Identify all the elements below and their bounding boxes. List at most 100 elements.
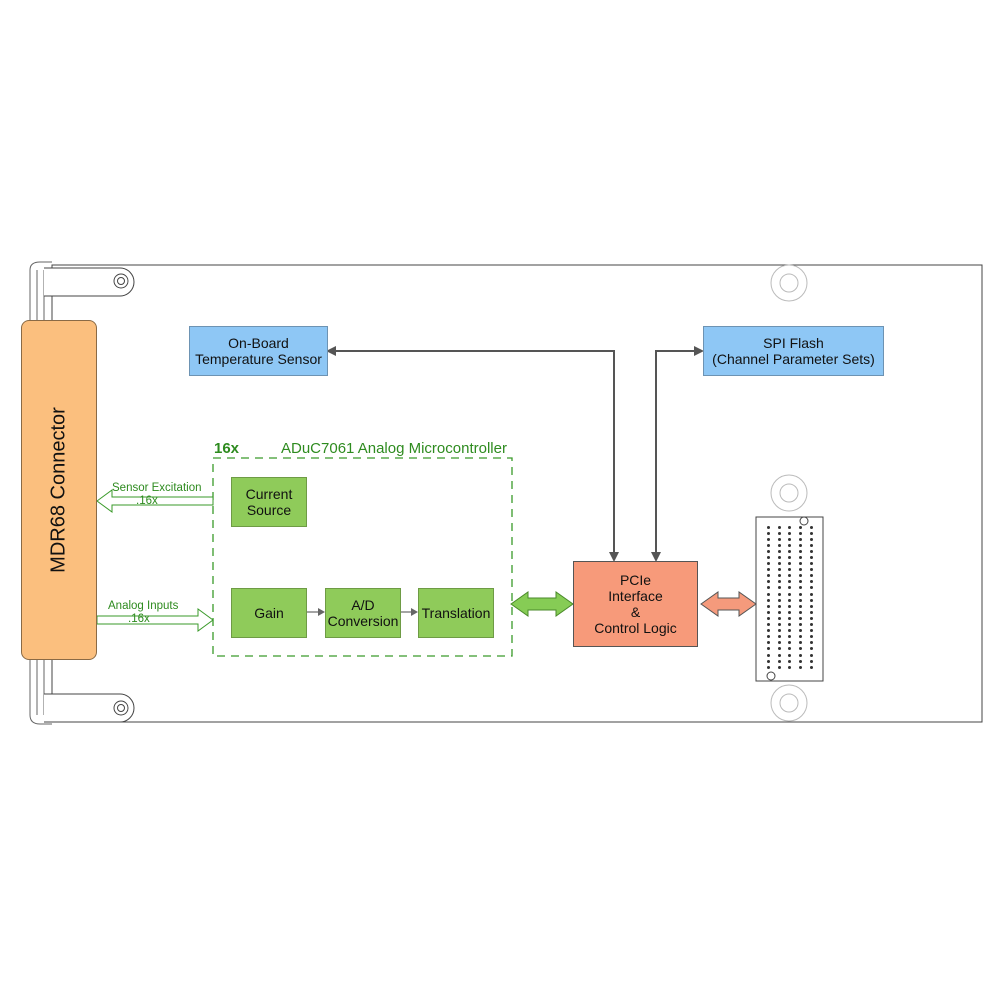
connector-pin: [810, 537, 814, 541]
connector-pin: [777, 610, 781, 614]
connector-pin: [799, 568, 803, 572]
connector-pin: [766, 531, 770, 535]
connector-pin: [799, 543, 803, 547]
connector-pin: [766, 610, 770, 614]
connector-pin: [810, 610, 814, 614]
connector-pin: [799, 580, 803, 584]
connector-pin: [766, 543, 770, 547]
connector-pin: [810, 616, 814, 620]
connector-pin: [766, 659, 770, 663]
mounting-holes: [770, 264, 808, 722]
analog-inputs-arrow: [96, 608, 214, 632]
connector-pin: [766, 616, 770, 620]
connector-pin: [777, 623, 781, 627]
connector-pin: [788, 568, 792, 572]
connector-pin: [799, 598, 803, 602]
connector-pin: [788, 598, 792, 602]
connector-pin: [810, 574, 814, 578]
connector-pin: [799, 604, 803, 608]
connector-pin: [788, 592, 792, 596]
connector-pin: [777, 574, 781, 578]
connector-pin: [777, 531, 781, 535]
connector-pin: [766, 580, 770, 584]
current-source-block: Current Source: [231, 477, 307, 527]
connector-pin: [810, 592, 814, 596]
connector-pin: [810, 556, 814, 560]
connector-pin: [766, 592, 770, 596]
connector-pin: [766, 629, 770, 633]
connector-pin: [799, 659, 803, 663]
connector-pin: [788, 586, 792, 590]
connector-pin: [777, 665, 781, 669]
connector-pin: [777, 537, 781, 541]
connector-pin: [799, 549, 803, 553]
ad-conversion-block: A/D Conversion: [325, 588, 401, 638]
connector-pin: [799, 635, 803, 639]
connector-pin: [788, 623, 792, 627]
connector-pin: [788, 604, 792, 608]
channel-multiplier: 16x: [214, 440, 240, 457]
connector-pin: [799, 574, 803, 578]
connector-pin: [766, 653, 770, 657]
mdr68-connector: MDR68 Connector: [21, 320, 97, 660]
pcie-interface-block: PCIe Interface & Control Logic: [573, 561, 698, 647]
connector-pin: [777, 598, 781, 602]
connector-pin: [810, 549, 814, 553]
connector-pin: [777, 556, 781, 560]
connector-pin: [766, 623, 770, 627]
connector-pin: [766, 525, 770, 529]
connector-pin: [799, 531, 803, 535]
flash-to-pcie-arrow: [655, 350, 696, 555]
connector-pin: [777, 586, 781, 590]
connector-pin: [766, 562, 770, 566]
connector-pin: [766, 568, 770, 572]
data-bus-arrow: [510, 591, 574, 617]
connector-pin: [799, 525, 803, 529]
connector-pin: [810, 641, 814, 645]
connector-pin: [788, 537, 792, 541]
connector-pin: [810, 659, 814, 663]
temp-to-pcie-arrow: [334, 350, 615, 555]
connector-pin: [777, 659, 781, 663]
connector-pin: [799, 616, 803, 620]
connector-pin: [810, 580, 814, 584]
backplane-pin-grid: [763, 524, 817, 672]
spi-flash-block: SPI Flash (Channel Parameter Sets): [703, 326, 884, 376]
connector-pin: [788, 635, 792, 639]
microcontroller-title: ADuC7061 Analog Microcontroller: [278, 440, 510, 457]
connector-pin: [777, 629, 781, 633]
sensor-excitation-label: Sensor Excitation: [112, 482, 202, 494]
connector-pin: [777, 616, 781, 620]
connector-pin: [810, 568, 814, 572]
translation-block: Translation: [418, 588, 494, 638]
connector-pin: [810, 647, 814, 651]
analog-inputs-label: Analog Inputs: [108, 600, 179, 612]
pcie-bus-arrow: [700, 591, 757, 617]
connector-pin: [777, 635, 781, 639]
connector-pin: [810, 653, 814, 657]
connector-pin: [777, 653, 781, 657]
connector-pin: [777, 580, 781, 584]
connector-pin: [788, 574, 792, 578]
temperature-sensor-block: On-Board Temperature Sensor: [189, 326, 328, 376]
connector-pin: [810, 665, 814, 669]
connector-pin: [810, 623, 814, 627]
connector-pin: [788, 549, 792, 553]
connector-pin: [766, 604, 770, 608]
connector-pin: [799, 623, 803, 627]
connector-pin: [788, 543, 792, 547]
gain-block: Gain: [231, 588, 307, 638]
connector-pin: [766, 574, 770, 578]
connector-pin: [788, 641, 792, 645]
connector-pin: [810, 598, 814, 602]
connector-pin: [766, 556, 770, 560]
connector-pin: [766, 665, 770, 669]
connector-pin: [777, 647, 781, 651]
connector-pin: [766, 598, 770, 602]
connector-pin: [810, 629, 814, 633]
connector-pin: [799, 556, 803, 560]
connector-pin: [810, 525, 814, 529]
connector-pin: [810, 543, 814, 547]
connector-pin: [810, 604, 814, 608]
